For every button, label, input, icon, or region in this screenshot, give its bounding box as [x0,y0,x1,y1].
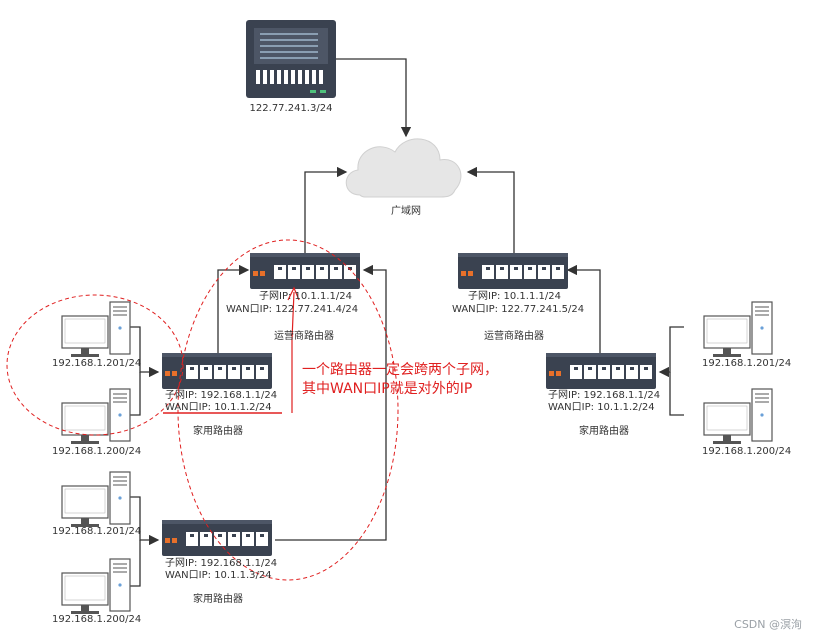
isp-left-subnet-label: 子网IP: 10.1.1.1/24 [259,291,352,302]
home1-subnet-label: 子网IP: 192.168.1.1/24 [165,390,278,401]
cloud-label: 广域网 [391,206,421,217]
isp-router-left-icon [250,253,360,289]
isp-right-router-label: 运营商路由器 [484,331,544,342]
home2-wan-label: WAN口IP: 10.1.1.3/24 [165,570,272,581]
cloud-icon [345,138,462,198]
pc-d-ip-label: 192.168.1.200/24 [52,614,142,625]
isp-router-right-icon [458,253,568,289]
pc-f-icon [703,388,773,445]
pc-d-icon [61,558,131,615]
subnet-highlight-ellipse [6,294,184,436]
home2-subnet-label: 子网IP: 192.168.1.1/24 [165,558,278,569]
connection-lines [128,58,684,587]
link-home2-isp-left [275,264,387,541]
home1-wan-label: WAN口IP: 10.1.1.2/24 [165,402,272,413]
link-pc-c-home2 [128,496,160,546]
annotation-line-2: 其中WAN口IP就是对外的IP [302,381,473,397]
link-pc-f-home3 [669,372,684,416]
link-pc-b-home1 [128,372,141,416]
pc-c-icon [61,471,131,528]
link-isp-right-cloud [466,166,515,253]
home3-router-label: 家用路由器 [579,426,629,437]
annotation-pointer [291,291,295,413]
server-icon [246,20,336,98]
home3-wan-label: WAN口IP: 10.1.1.2/24 [548,402,655,413]
link-home1-isp-left [217,264,250,353]
link-pc-d-home2 [128,540,141,587]
isp-right-subnet-label: 子网IP: 10.1.1.1/24 [468,291,561,302]
home1-router-label: 家用路由器 [193,426,243,437]
router-highlight-ellipse [177,239,399,581]
annotation-marks [6,239,399,581]
link-pc-a-home1 [128,326,160,378]
isp-right-wan-label: WAN口IP: 122.77.241.5/24 [452,304,585,315]
pc-e-ip-label: 192.168.1.201/24 [702,358,792,369]
pc-b-ip-label: 192.168.1.200/24 [52,446,142,457]
home-router-2-icon [162,520,272,556]
home-router-1-icon [162,353,272,389]
link-isp-left-cloud [304,166,348,253]
watermark: CSDN @溟洵 [734,618,802,631]
pc-a-icon [61,301,131,358]
home-router-3-icon [546,353,656,389]
server-ip-label: 122.77.241.3/24 [249,103,333,114]
pc-c-ip-label: 192.168.1.201/24 [52,526,142,537]
annotation-line-1: 一个路由器一定会跨两个子网， [302,362,498,378]
home3-subnet-label: 子网IP: 192.168.1.1/24 [548,390,661,401]
isp-left-router-label: 运营商路由器 [274,331,334,342]
pc-b-icon [61,388,131,445]
pc-a-ip-label: 192.168.1.201/24 [52,358,142,369]
pc-f-ip-label: 192.168.1.200/24 [702,446,792,457]
isp-left-wan-label: WAN口IP: 122.77.241.4/24 [226,304,359,315]
pc-e-icon [703,301,773,358]
link-server-cloud [336,58,412,138]
link-pc-e-home3 [658,326,684,378]
home2-router-label: 家用路由器 [193,594,243,605]
link-home3-isp-right [566,264,601,353]
